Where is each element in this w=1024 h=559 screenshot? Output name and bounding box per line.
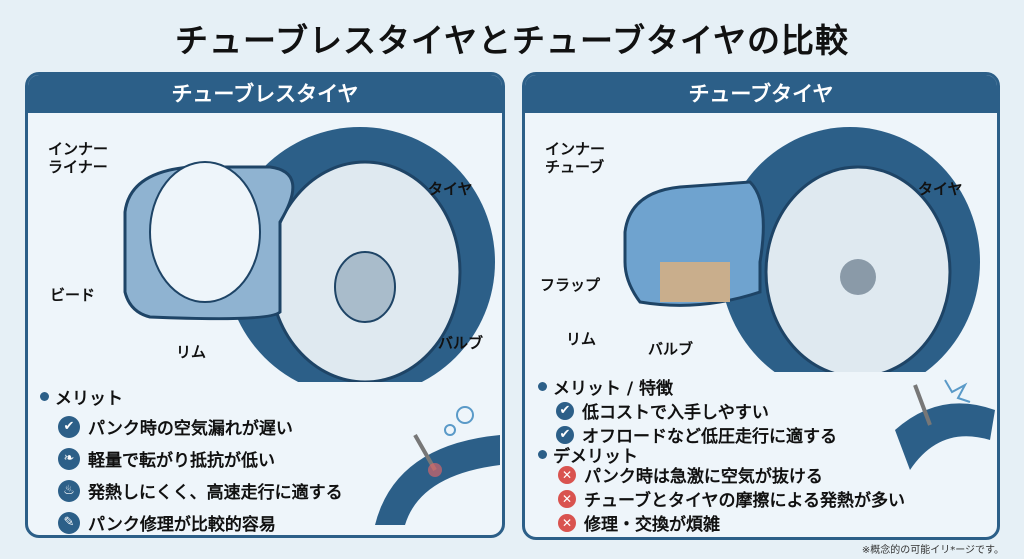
- x-icon: ✕: [558, 513, 576, 532]
- label-inner-liner: インナー ライナー: [48, 140, 109, 176]
- label-tire: タイヤ: [918, 180, 963, 198]
- merit-text: パンク修理が比較的容易: [88, 515, 276, 535]
- label-inner-tube: インナー チューブ: [545, 140, 606, 176]
- label-valve: バルブ: [438, 334, 484, 352]
- demerit-item: ✕ 修理・交換が煩雑: [558, 510, 720, 535]
- bullet-icon: [538, 382, 547, 391]
- tube-demerit-heading: デメリット: [538, 442, 638, 467]
- nail-puncture-illustration: [375, 406, 500, 525]
- merit-text: 発熱しにくく、高速走行に適する: [88, 483, 343, 503]
- demerit-title: デメリット: [553, 447, 638, 467]
- flame-icon: ♨: [58, 479, 80, 502]
- demerit-item: ✕ チューブとタイヤの摩擦による発熱が多い: [558, 486, 905, 511]
- label-rim: リム: [566, 330, 597, 348]
- merit-text: パンク時の空気漏れが遅い: [88, 419, 293, 439]
- footnote: ※概念的の可能イリ*ージです。: [861, 545, 1004, 556]
- bullet-icon: [40, 392, 49, 401]
- merit-title: メリット: [55, 389, 123, 409]
- merit-item: ✔ オフロードなど低圧走行に適する: [556, 422, 837, 447]
- check-icon: ✔: [556, 401, 574, 420]
- label-rim: リム: [176, 343, 207, 361]
- label-bead: ビード: [50, 286, 96, 304]
- leaf-icon: ❧: [58, 447, 80, 470]
- tube-header: チューブタイヤ: [525, 75, 997, 113]
- x-icon: ✕: [558, 489, 576, 508]
- merit-item: ✎ パンク修理が比較的容易: [58, 510, 276, 535]
- label-flap: フラップ: [540, 276, 601, 294]
- check-icon: ✔: [58, 415, 80, 438]
- demerit-item: ✕ パンク時は急激に空気が抜ける: [558, 462, 823, 487]
- demerit-text: 修理・交換が煩雑: [584, 515, 720, 535]
- wrench-icon: ✎: [58, 511, 80, 534]
- merit-item: ❧ 軽量で転がり抵抗が低い: [58, 446, 275, 471]
- nail-burst-illustration: [895, 379, 995, 470]
- page-title: チューブレスタイヤとチューブタイヤの比較: [174, 21, 850, 60]
- label-valve: バルブ: [648, 340, 694, 358]
- tubeless-header: チューブレスタイヤ: [28, 75, 502, 113]
- merit-text: 低コストで入手しやすい: [582, 403, 769, 423]
- merit-item: ♨ 発熱しにくく、高速走行に適する: [58, 478, 343, 503]
- merit-title: メリット / 特徴: [553, 379, 674, 399]
- tube-tire-illustration: [623, 127, 980, 372]
- tubeless-merit-heading: メリット: [40, 384, 123, 409]
- bullet-icon: [538, 450, 547, 459]
- demerit-text: チューブとタイヤの摩擦による発熱が多い: [584, 491, 905, 511]
- merit-item: ✔ 低コストで入手しやすい: [556, 398, 769, 423]
- tube-merit-heading: メリット / 特徴: [538, 374, 673, 399]
- merit-item: ✔ パンク時の空気漏れが遅い: [58, 414, 293, 439]
- merit-text: 軽量で転がり抵抗が低い: [88, 451, 275, 471]
- demerit-text: パンク時は急激に空気が抜ける: [584, 467, 823, 487]
- label-tire: タイヤ: [428, 180, 473, 198]
- tubeless-tire-illustration: [123, 127, 495, 382]
- x-icon: ✕: [558, 465, 576, 484]
- merit-text: オフロードなど低圧走行に適する: [582, 427, 837, 447]
- check-icon: ✔: [556, 425, 574, 444]
